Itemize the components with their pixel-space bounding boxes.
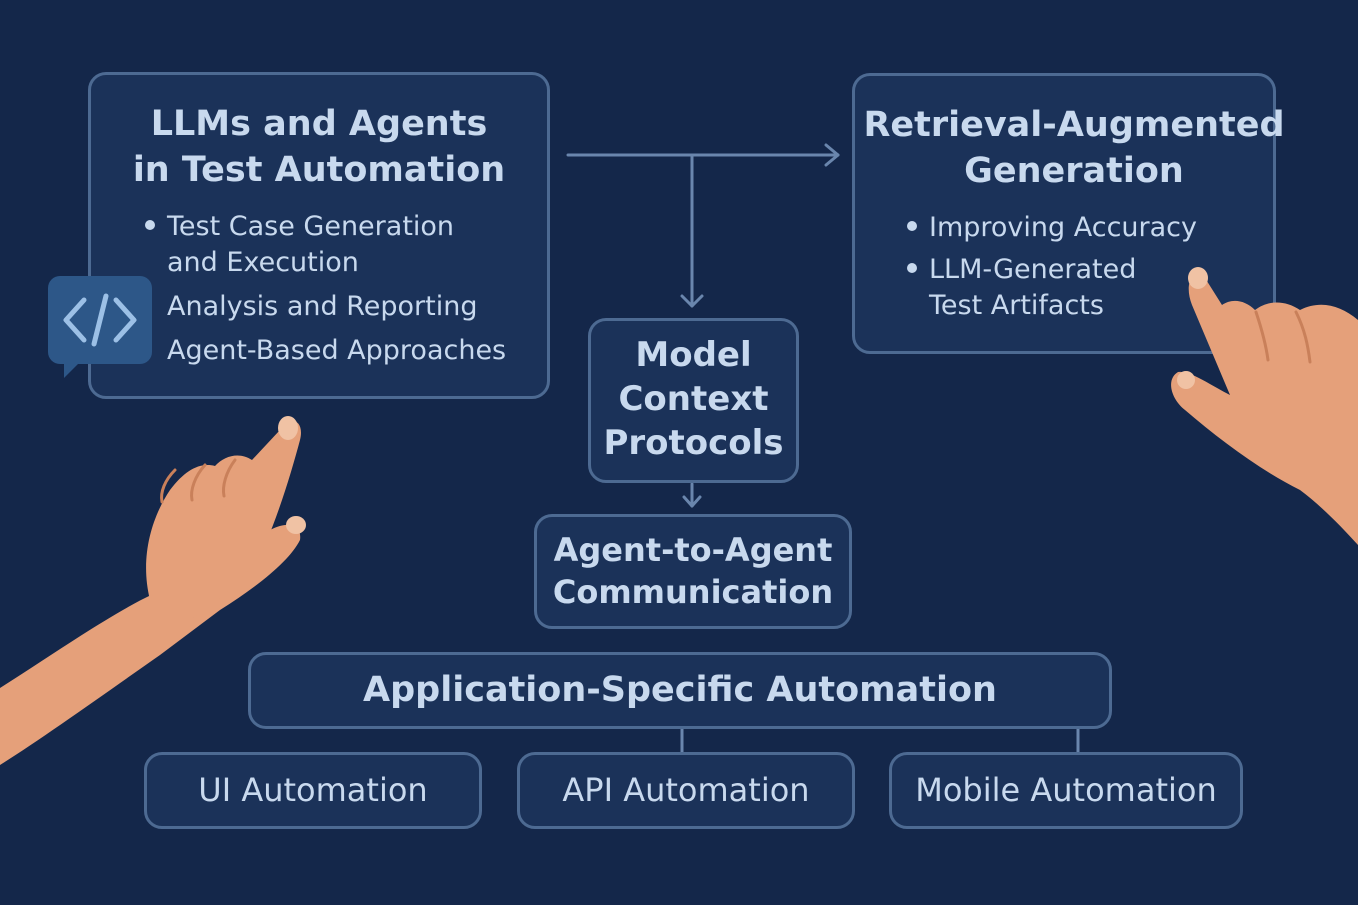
bullet-text: Test Artifacts bbox=[929, 290, 1104, 321]
arrowhead-rag bbox=[824, 143, 840, 167]
bullet-text: Analysis and Reporting bbox=[167, 291, 478, 322]
mcp-box-title: Model Context Protocols bbox=[591, 333, 796, 465]
a2a-line1: Agent-to-Agent bbox=[553, 531, 833, 569]
rag-bullet-list: Improving Accuracy LLM-Generated Test Ar… bbox=[906, 210, 1198, 324]
a2a-box: Agent-to-Agent Communication bbox=[534, 514, 852, 629]
bullet-item: Improving Accuracy bbox=[906, 210, 1198, 246]
right-hand bbox=[1171, 267, 1358, 545]
arrowhead-a2a bbox=[682, 495, 702, 508]
bullet-text: and Execution bbox=[167, 247, 359, 278]
app-specific-box: Application-Specific Automation bbox=[248, 652, 1112, 729]
rag-box-title: Retrieval-Augmented Generation bbox=[863, 102, 1285, 194]
bullet-item: Test Case Generation and Execution bbox=[144, 209, 506, 281]
ui-automation-label: UI Automation bbox=[198, 771, 428, 809]
arrowhead-mcp bbox=[680, 294, 704, 308]
api-automation-label: API Automation bbox=[562, 771, 810, 809]
mobile-automation-label: Mobile Automation bbox=[915, 771, 1217, 809]
app-specific-title: Application-Specific Automation bbox=[363, 670, 997, 710]
llm-box-title: LLMs and Agents in Test Automation bbox=[91, 101, 547, 193]
llm-title-line2: in Test Automation bbox=[132, 150, 506, 190]
bullet-item: LLM-Generated Test Artifacts bbox=[906, 252, 1197, 324]
code-icon-glyph bbox=[63, 293, 137, 347]
rag-title-line2: Generation bbox=[964, 151, 1184, 191]
bullet-item: Agent-Based Approaches bbox=[167, 333, 506, 369]
llm-agents-box: LLMs and Agents in Test Automation Test … bbox=[88, 72, 550, 399]
a2a-box-title: Agent-to-Agent Communication bbox=[537, 529, 849, 613]
bullet-text: Test Case Generation bbox=[167, 211, 455, 242]
a2a-line2: Communication bbox=[552, 573, 834, 611]
mobile-automation-box: Mobile Automation bbox=[889, 752, 1243, 829]
mcp-line1: Model bbox=[635, 335, 752, 375]
left-hand bbox=[0, 416, 306, 765]
mcp-box: Model Context Protocols bbox=[588, 318, 799, 483]
api-automation-box: API Automation bbox=[517, 752, 855, 829]
ui-automation-box: UI Automation bbox=[144, 752, 482, 829]
rag-title-line1: Retrieval-Augmented bbox=[863, 105, 1285, 145]
bullet-item: Analysis and Reporting bbox=[167, 289, 506, 325]
bullet-text: Agent-Based Approaches bbox=[167, 335, 507, 366]
mcp-line3: Protocols bbox=[603, 423, 784, 463]
llm-bullet-list: Test Case Generation and Execution Analy… bbox=[144, 209, 506, 369]
llm-title-line1: LLMs and Agents bbox=[150, 104, 488, 144]
code-icon bbox=[48, 276, 152, 378]
mcp-line2: Context bbox=[618, 379, 769, 419]
bullet-text: Improving Accuracy bbox=[929, 212, 1198, 243]
bullet-text: LLM-Generated bbox=[929, 254, 1137, 285]
